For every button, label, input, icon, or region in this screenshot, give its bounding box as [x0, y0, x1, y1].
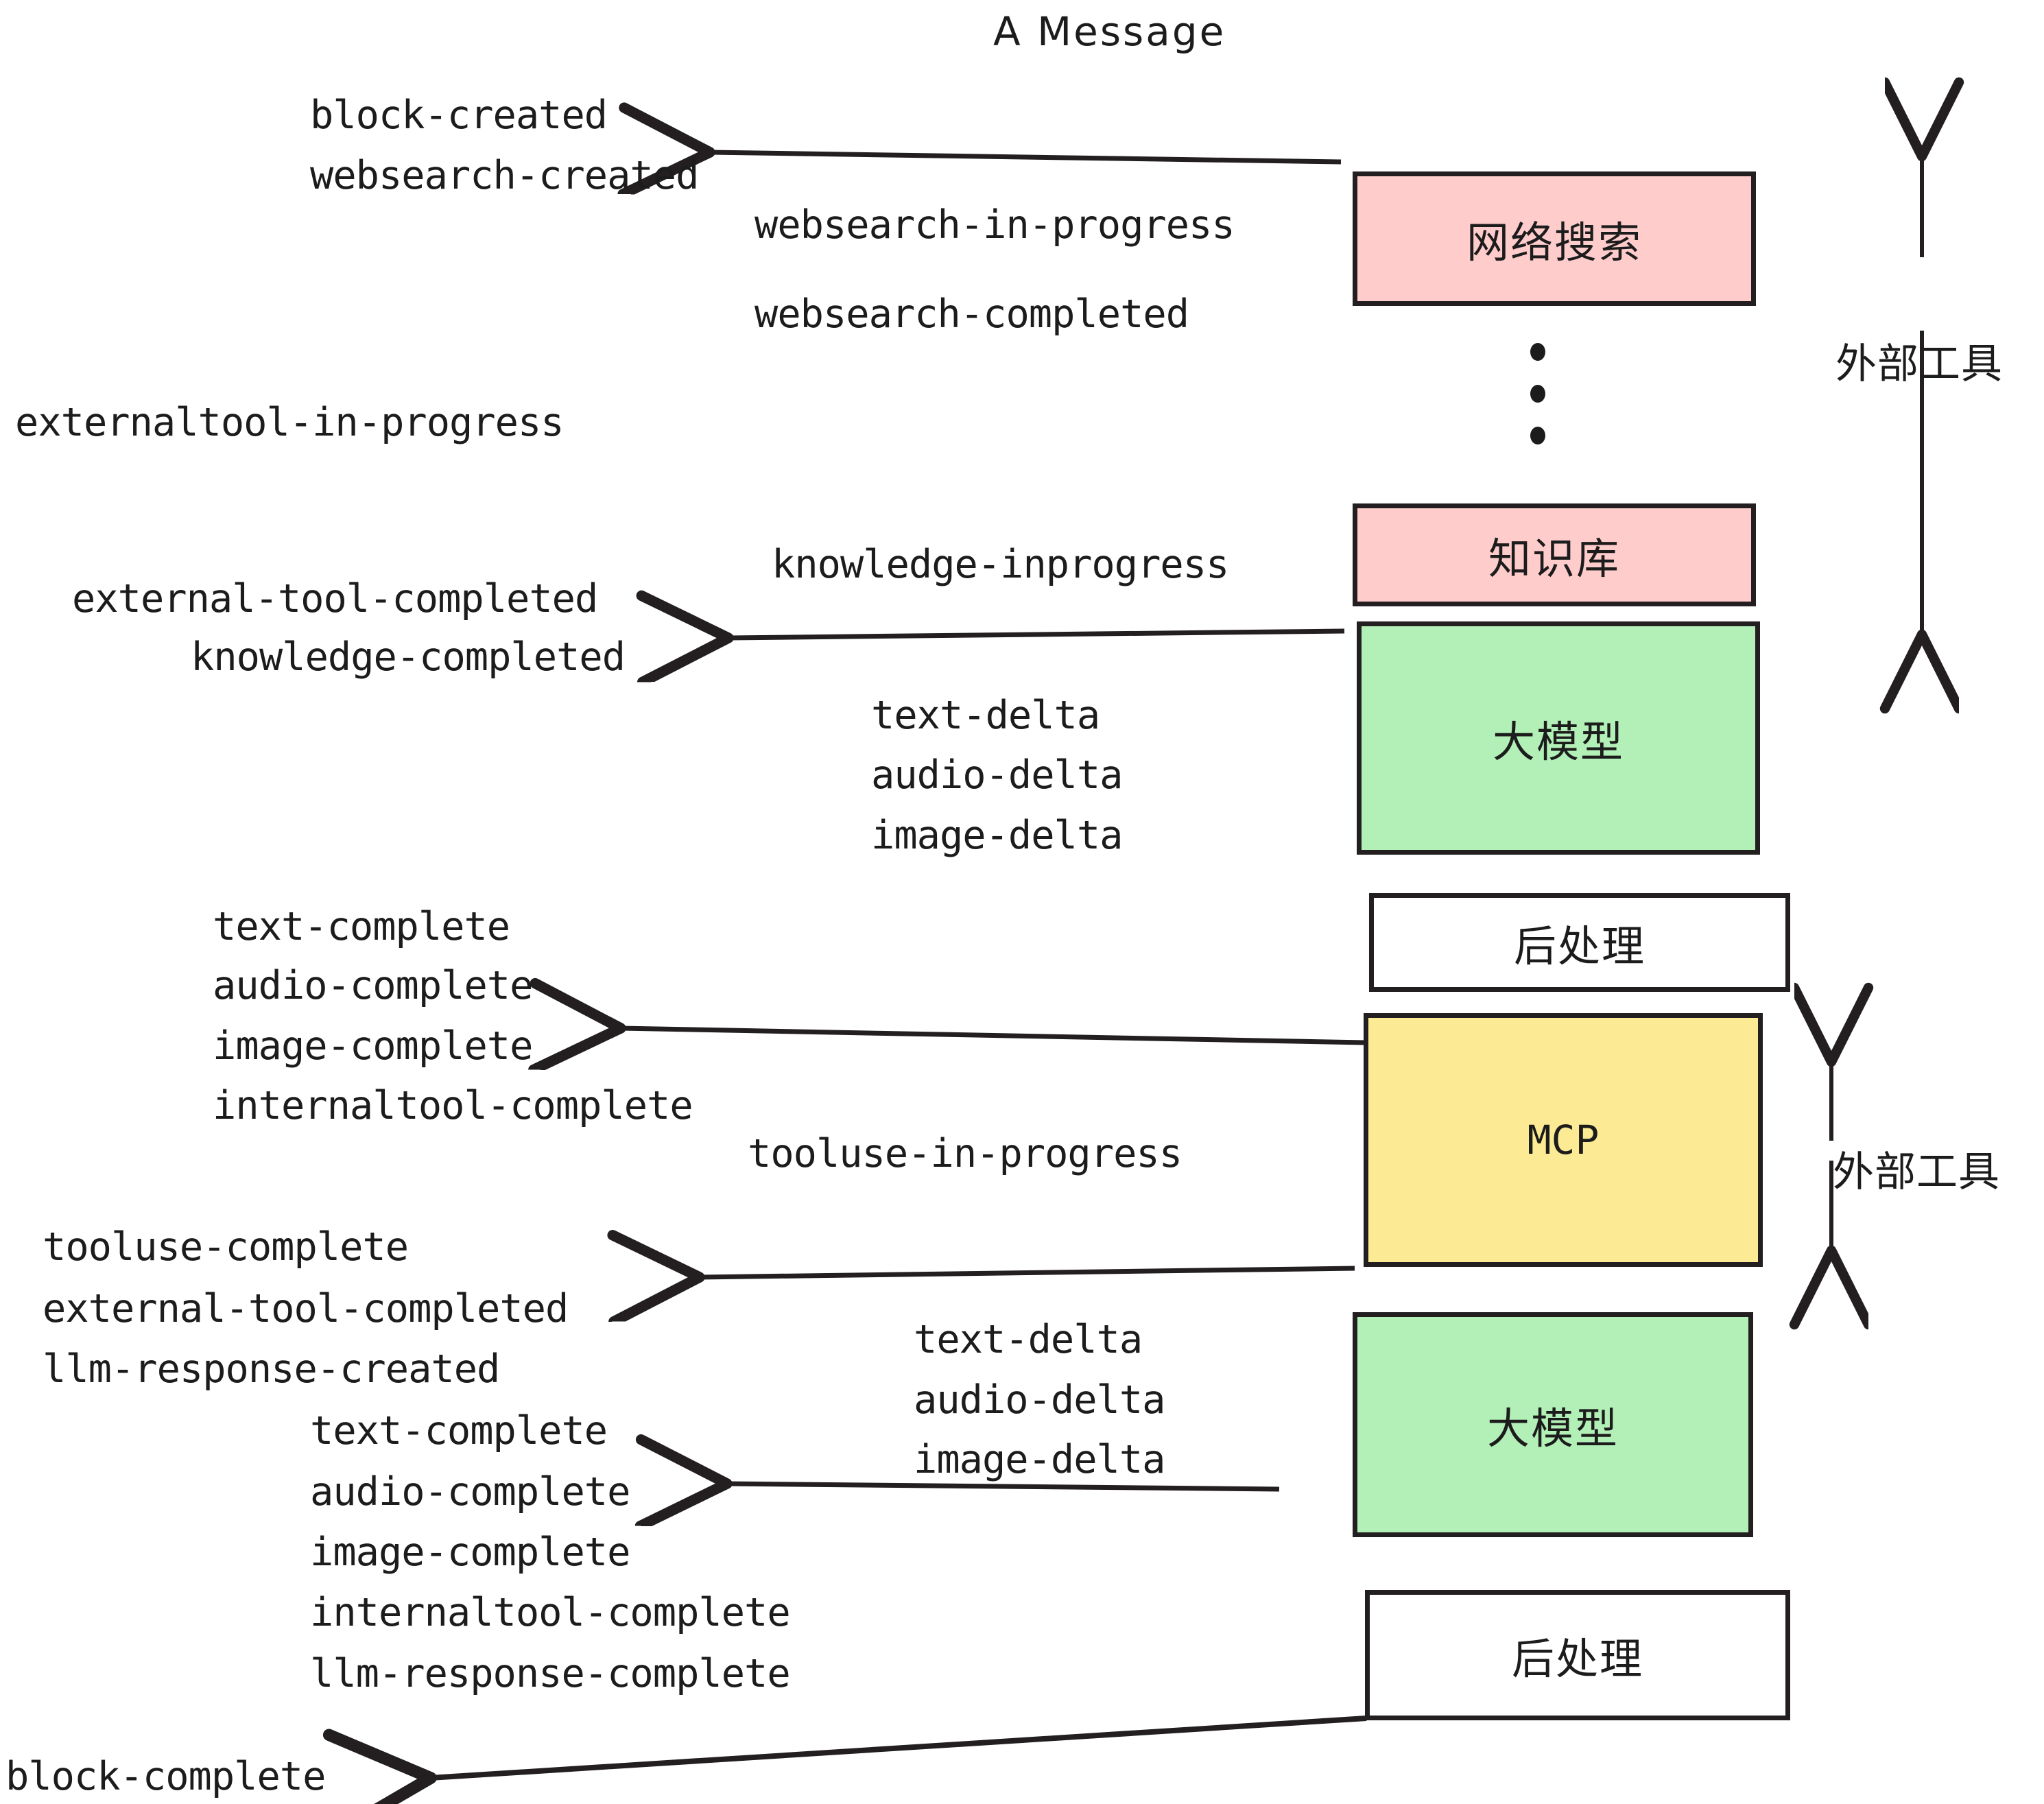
event-tooluse-complete: tooluse-complete	[43, 1224, 409, 1270]
event-text-complete-1: text-complete	[213, 904, 510, 949]
event-llm-response-complete: llm-response-complete	[310, 1651, 791, 1696]
event-text-delta-1: text-delta	[871, 693, 1100, 738]
side-label-external-tools-bottom: 外部工具	[1833, 1148, 2000, 1196]
arrow-postprocess-to-image-complete	[621, 1028, 1366, 1043]
arrow-llm2-to-audio-complete	[727, 1484, 1280, 1489]
box-knowledge-label: 知识库	[1488, 534, 1620, 584]
event-websearch-in-progress: websearch-in-progress	[754, 202, 1235, 248]
event-block-complete: block-complete	[5, 1754, 326, 1799]
event-external-tool-completed-2: external-tool-completed	[43, 1286, 569, 1331]
event-llm-response-created: llm-response-created	[43, 1346, 500, 1392]
event-audio-delta-1: audio-delta	[871, 752, 1123, 798]
box-llm-1-label: 大模型	[1492, 717, 1624, 767]
event-internaltool-complete-2: internaltool-complete	[310, 1590, 791, 1635]
event-websearch-created: websearch-created	[310, 153, 699, 198]
diagram-title: A Message	[993, 8, 1226, 55]
box-mcp-label: MCP	[1527, 1117, 1600, 1163]
box-llm-2[interactable]: 大模型	[1353, 1312, 1753, 1537]
box-websearch-label: 网络搜索	[1466, 217, 1642, 268]
event-image-complete-2: image-complete	[310, 1530, 630, 1575]
arrow-websearch-to-block-created	[710, 152, 1342, 162]
arrow-postprocess2-to-block-complete	[431, 1716, 1367, 1778]
event-audio-delta-2: audio-delta	[914, 1377, 1165, 1423]
event-block-created: block-created	[310, 93, 608, 138]
box-postprocess-2[interactable]: 后处理	[1365, 1590, 1790, 1720]
box-mcp[interactable]: MCP	[1364, 1013, 1763, 1267]
box-postprocess-1[interactable]: 后处理	[1369, 893, 1790, 992]
event-audio-complete-2: audio-complete	[310, 1469, 630, 1515]
event-text-complete-2: text-complete	[310, 1408, 608, 1453]
side-label-external-tools-top: 外部工具	[1835, 340, 2003, 388]
event-audio-complete-1: audio-complete	[213, 963, 533, 1008]
arrow-knowledge-to-completed	[728, 631, 1345, 638]
event-external-tool-completed-1: external-tool-completed	[72, 576, 598, 621]
box-llm-2-label: 大模型	[1486, 1403, 1619, 1453]
event-internaltool-complete-1: internaltool-complete	[213, 1083, 693, 1128]
event-websearch-completed: websearch-completed	[754, 292, 1189, 337]
box-llm-1[interactable]: 大模型	[1357, 621, 1760, 855]
event-text-delta-2: text-delta	[914, 1317, 1143, 1362]
ellipsis-dots	[1530, 343, 1546, 444]
event-image-delta-1: image-delta	[871, 813, 1123, 858]
event-tooluse-in-progress: tooluse-in-progress	[748, 1131, 1183, 1176]
event-knowledge-completed: knowledge-completed	[191, 634, 626, 680]
box-postprocess-1-label: 后处理	[1513, 921, 1645, 971]
box-knowledge[interactable]: 知识库	[1353, 503, 1756, 606]
box-websearch[interactable]: 网络搜索	[1353, 171, 1756, 306]
event-image-delta-2: image-delta	[914, 1437, 1165, 1482]
arrow-mcp-to-tooluse-complete	[700, 1268, 1355, 1277]
event-knowledge-inprogress: knowledge-inprogress	[772, 542, 1229, 587]
event-image-complete-1: image-complete	[213, 1023, 533, 1069]
box-postprocess-2-label: 后处理	[1511, 1634, 1643, 1684]
event-externaltool-in-progress: externaltool-in-progress	[15, 400, 565, 445]
